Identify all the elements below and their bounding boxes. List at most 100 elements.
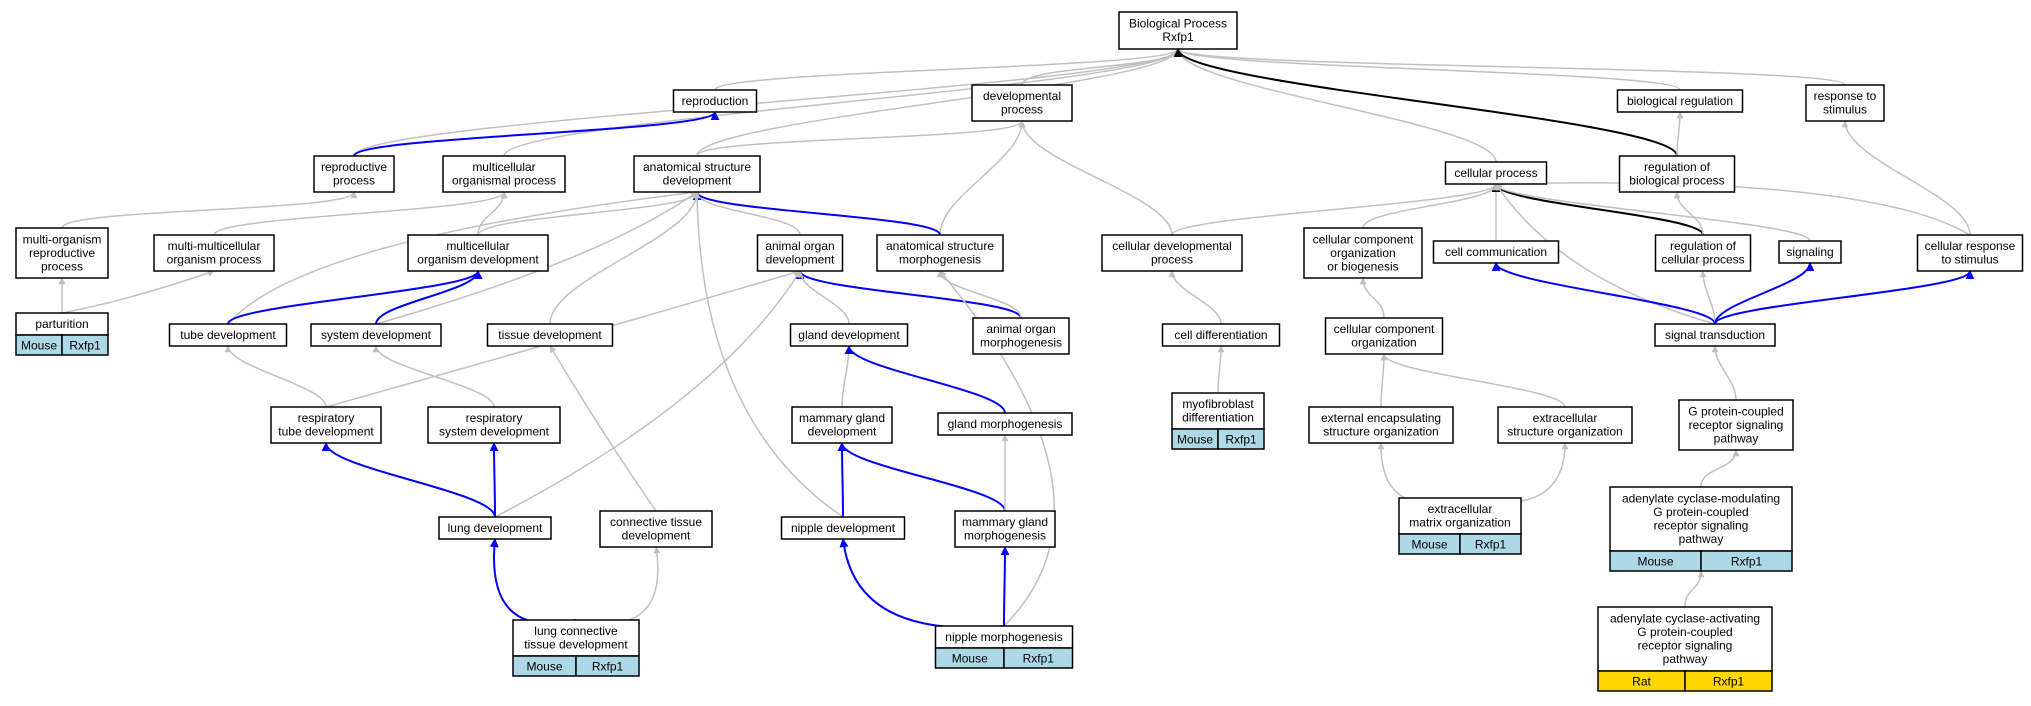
gene-label: Rxfp1 — [1475, 538, 1507, 552]
edge-tube-development-to-anatomical-structure-development — [227, 189, 698, 325]
species-label: Mouse — [526, 660, 562, 674]
term-nipple-development[interactable]: nipple development — [780, 516, 906, 540]
term-label: differentiation — [1182, 411, 1254, 425]
term-tissue-development[interactable]: tissue development — [486, 323, 614, 347]
term-box — [407, 234, 549, 272]
edge-cellular-process-to-root — [1174, 48, 1497, 163]
edge-reproduction-to-root — [714, 48, 1182, 91]
term-box — [1609, 486, 1793, 552]
gene-label: Rxfp1 — [69, 339, 101, 353]
edge-lung-development-to-animal-organ-development — [494, 270, 801, 518]
term-gland-morphogenesis[interactable]: gland morphogenesis — [937, 412, 1073, 436]
term-label: or biogenesis — [1327, 259, 1398, 273]
term-label: lung development — [448, 521, 543, 535]
term-signaling[interactable]: signaling — [1778, 240, 1842, 264]
gene-label: Rxfp1 — [1731, 555, 1763, 569]
edge-gland-development-to-animal-organ-development — [796, 270, 850, 325]
term-biological-regulation[interactable]: biological regulation — [1616, 89, 1744, 113]
term-label: reproduction — [682, 94, 749, 108]
edge-system-development-to-multicellular-organism-development — [375, 270, 483, 325]
term-box — [780, 516, 906, 540]
term-box — [1654, 323, 1776, 347]
edge-system-development-to-anatomical-structure-development — [375, 191, 698, 325]
gene-cell — [1684, 670, 1773, 692]
edge-cellular-response-to-stimulus-to-cellular-process — [1495, 180, 1971, 236]
term-box — [1161, 323, 1281, 347]
term-box — [1616, 89, 1744, 113]
edge-tube-development-to-multicellular-organism-development — [227, 270, 483, 325]
term-label: respiratory — [298, 411, 355, 425]
term-box — [756, 234, 844, 272]
term-label: gland development — [798, 328, 900, 342]
term-cell-communication[interactable]: cell communication — [1432, 240, 1560, 264]
term-label: tube development — [180, 328, 276, 342]
gene-label: Rxfp1 — [1225, 433, 1257, 447]
edge-multi-multicellular-organism-process-to-multicellular-organismal-process — [213, 191, 508, 236]
term-label: gland morphogenesis — [948, 417, 1063, 431]
term-label: regulation of — [1670, 239, 1737, 253]
term-signal-transduction[interactable]: signal transduction — [1654, 323, 1776, 347]
term-label: cellular component — [1334, 322, 1435, 336]
species-label: Mouse — [1177, 433, 1213, 447]
term-label: G protein-coupled — [1688, 404, 1783, 418]
gene-cell — [1003, 647, 1074, 669]
term-lung-development[interactable]: lung development — [438, 516, 552, 540]
term-system-development[interactable]: system development — [310, 323, 442, 347]
edge-response-to-stimulus-to-root — [1174, 48, 1846, 86]
term-tube-development[interactable]: tube development — [168, 323, 288, 347]
term-label: external encapsulating — [1321, 411, 1441, 425]
term-cell-differentiation[interactable]: cell differentiation — [1161, 323, 1281, 347]
term-label: receptor signaling — [1638, 639, 1733, 653]
term-cellular-process[interactable]: cellular process — [1444, 161, 1548, 185]
term-box — [1444, 161, 1548, 185]
edge-anatomical-structure-morphogenesis-to-developmental-process — [939, 120, 1026, 236]
edge-cellular-developmental-process-to-cellular-process — [1171, 183, 1500, 236]
species-label: Mouse — [21, 339, 57, 353]
term-box — [1324, 317, 1444, 355]
term-box — [442, 155, 566, 193]
term-label: cellular component — [1313, 232, 1414, 246]
term-reproduction[interactable]: reproduction — [672, 89, 758, 113]
term-gland-development[interactable]: gland development — [789, 323, 909, 347]
term-label: extracellular — [1533, 411, 1598, 425]
term-label: system development — [439, 425, 550, 439]
term-box — [971, 84, 1073, 122]
term-label: process — [333, 174, 375, 188]
term-label: cellular developmental — [1112, 239, 1231, 253]
edge-anatomical-structure-development-to-root — [696, 48, 1182, 157]
